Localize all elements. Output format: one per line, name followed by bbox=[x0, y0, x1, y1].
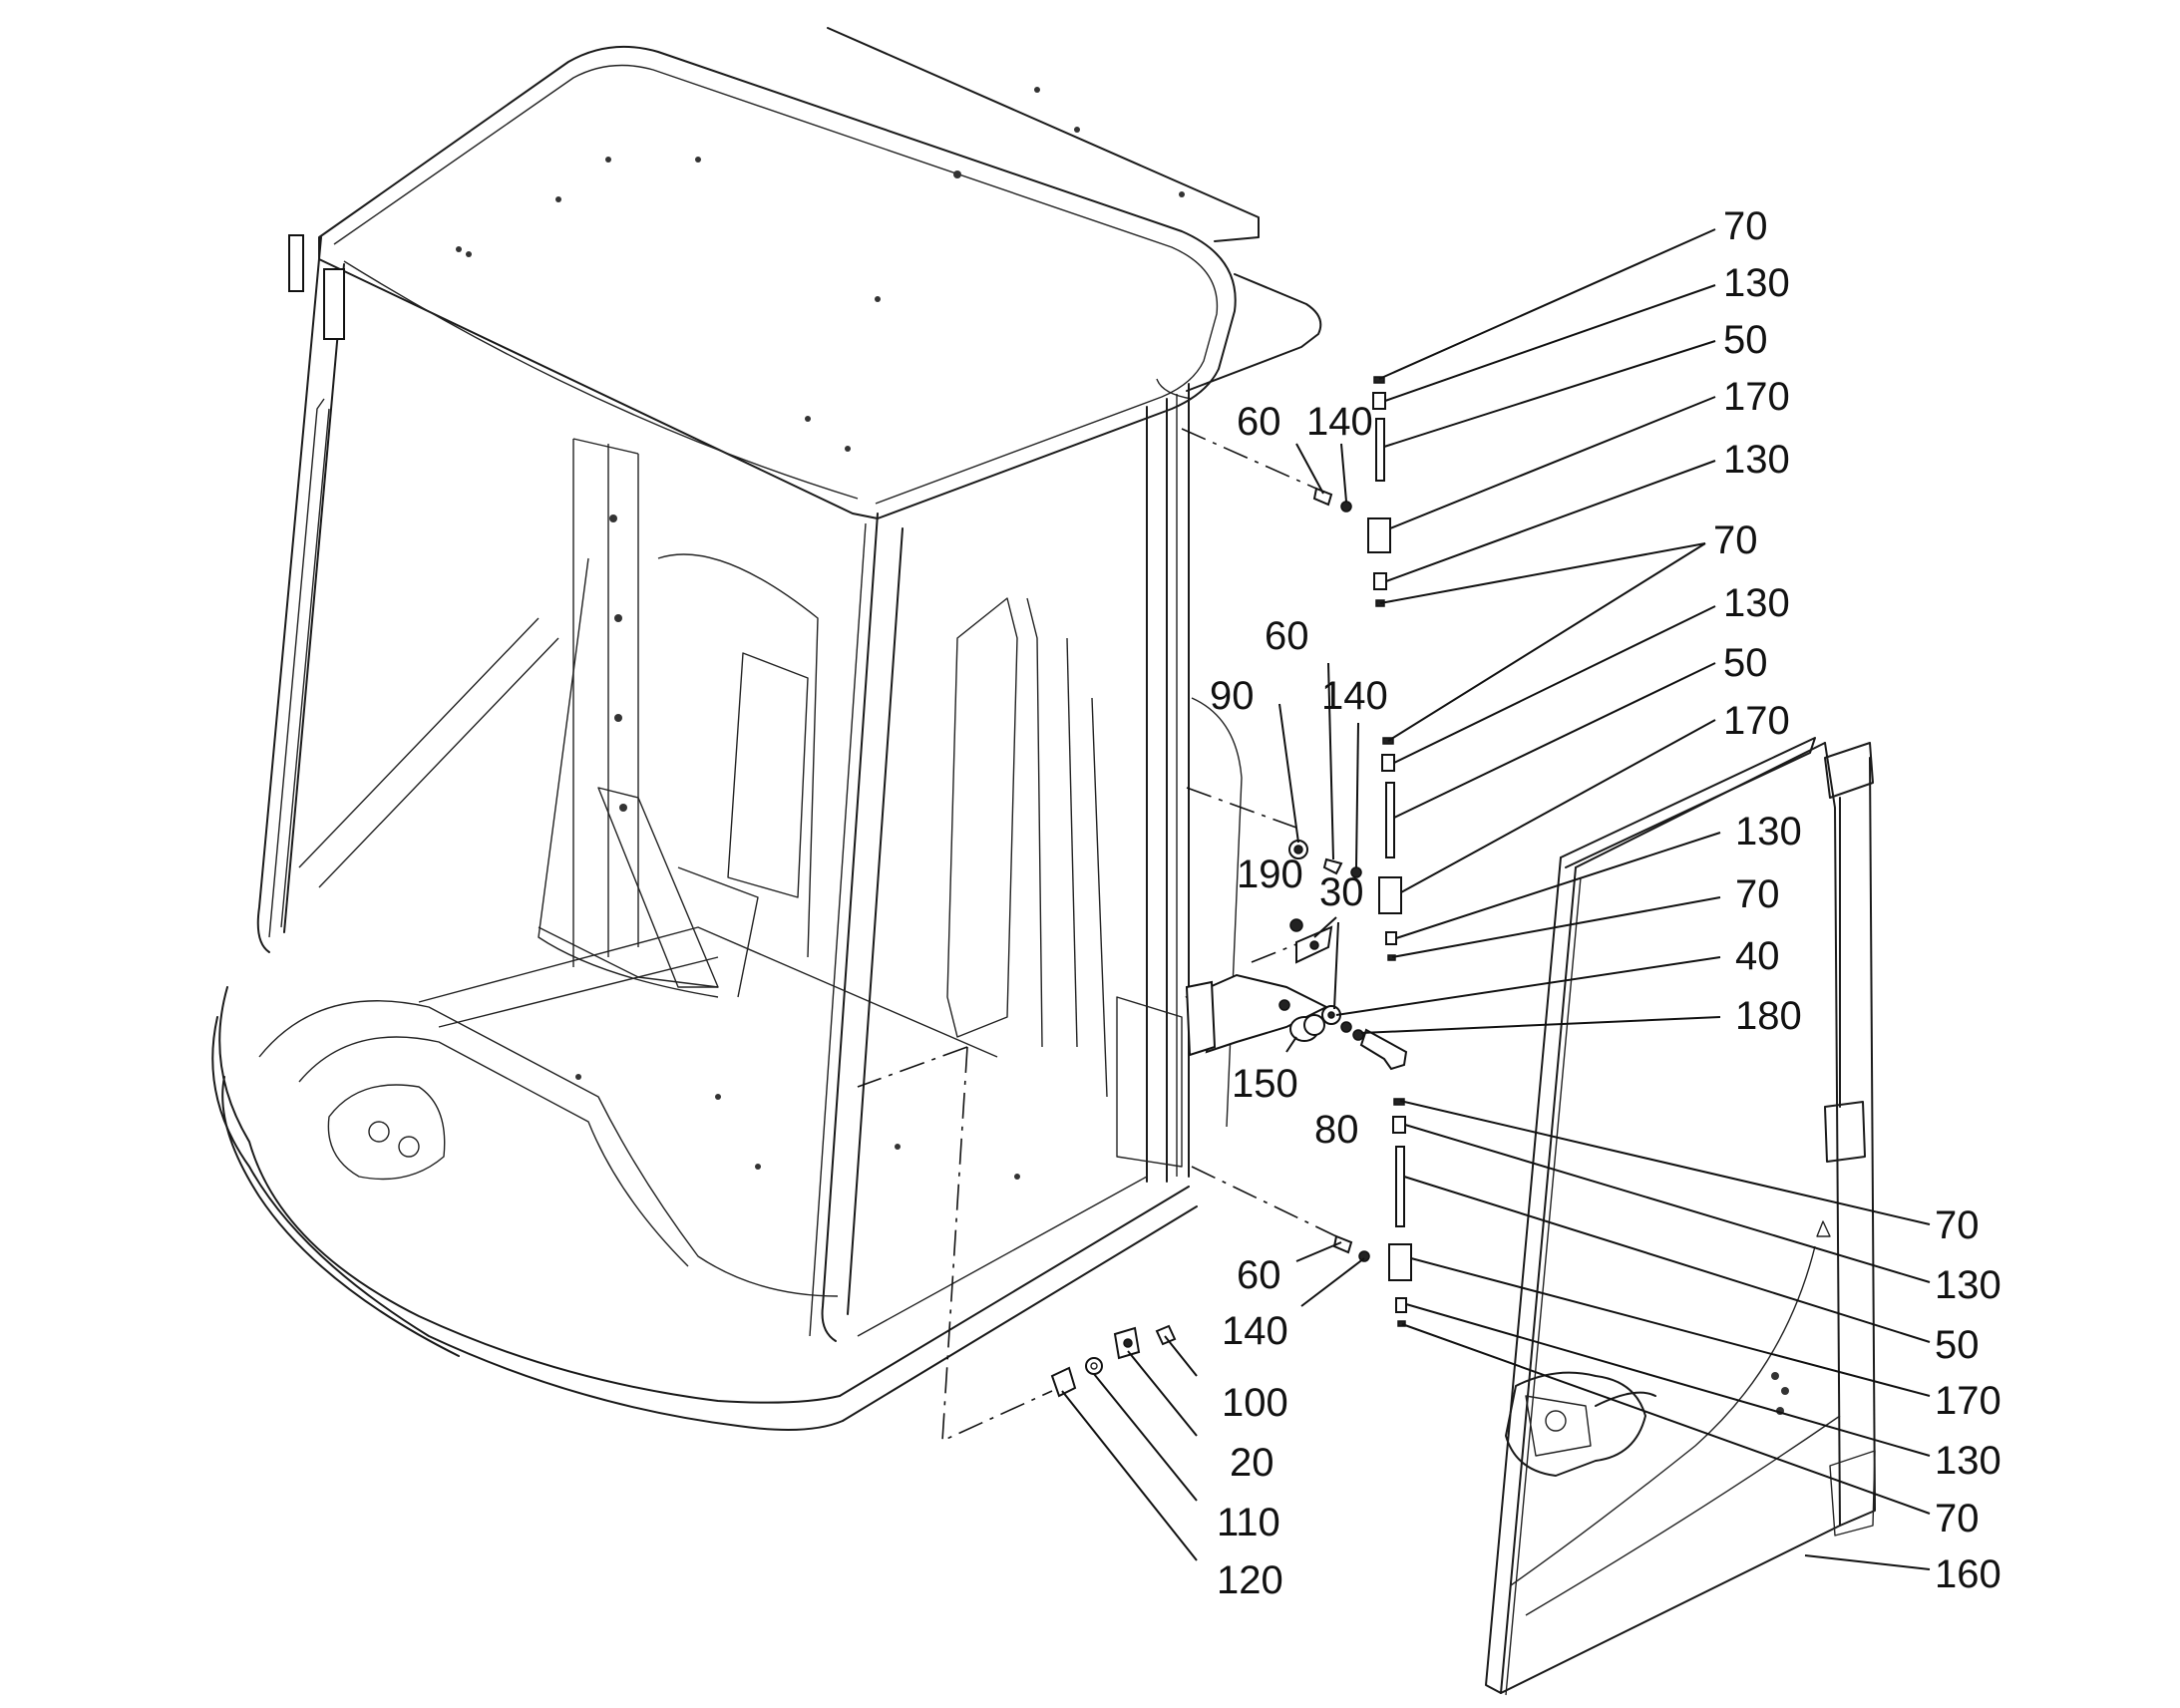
striker-parts bbox=[1050, 1324, 1177, 1398]
callout-50-top: 50 bbox=[1723, 318, 1768, 362]
callout-130-bot: 130 bbox=[1935, 1263, 2001, 1307]
callout-50-bot: 50 bbox=[1935, 1323, 1980, 1367]
callout-110-bot: 110 bbox=[1217, 1501, 1280, 1544]
callout-190-mid: 190 bbox=[1237, 853, 1303, 896]
callout-170-bot: 170 bbox=[1935, 1379, 2001, 1423]
callout-170-mid: 170 bbox=[1723, 699, 1790, 743]
callout-140-mid: 140 bbox=[1321, 674, 1388, 718]
callout-40-mid: 40 bbox=[1735, 934, 1780, 978]
callout-140-top: 140 bbox=[1306, 400, 1373, 444]
callout-80-mid: 80 bbox=[1314, 1108, 1359, 1152]
callout-70-bot-b: 70 bbox=[1935, 1497, 1980, 1540]
callout-130-top-b: 130 bbox=[1723, 438, 1790, 482]
hinge-assembly-top bbox=[1312, 376, 1391, 607]
callout-120-bot: 120 bbox=[1217, 1558, 1283, 1602]
callout-70-top: 70 bbox=[1723, 204, 1768, 248]
callout-70-bot: 70 bbox=[1935, 1203, 1980, 1247]
leader-lines bbox=[1061, 228, 1931, 1570]
cab-frame bbox=[211, 27, 1322, 1431]
callout-100-bot: 100 bbox=[1222, 1381, 1288, 1425]
callout-130-mid: 130 bbox=[1723, 581, 1790, 625]
callout-30-mid: 30 bbox=[1319, 870, 1364, 914]
callout-130-bot-b: 130 bbox=[1935, 1439, 2001, 1483]
door-panel bbox=[1485, 737, 1876, 1696]
callout-60-mid: 60 bbox=[1265, 614, 1309, 658]
hinge-assembly-bottom bbox=[1332, 1098, 1412, 1327]
callout-90-mid: 90 bbox=[1210, 674, 1255, 718]
callout-170-top: 170 bbox=[1723, 375, 1790, 419]
callout-70-mid-b: 70 bbox=[1735, 872, 1780, 916]
assembly-lines bbox=[1181, 428, 1337, 1237]
callout-50-mid: 50 bbox=[1723, 641, 1768, 685]
callout-labels: 70 130 50 170 130 60 140 70 130 50 170 6… bbox=[1210, 204, 2001, 1602]
callout-60-top: 60 bbox=[1237, 400, 1281, 444]
callout-130-top: 130 bbox=[1723, 261, 1790, 305]
callout-140-bot: 140 bbox=[1222, 1309, 1288, 1353]
callout-160-door: 160 bbox=[1935, 1552, 2001, 1596]
callout-130-mid-b: 130 bbox=[1735, 810, 1802, 854]
callout-150-mid: 150 bbox=[1232, 1062, 1298, 1106]
callout-70-mid: 70 bbox=[1713, 518, 1758, 562]
hinge-assembly-middle bbox=[1185, 737, 1408, 1071]
callout-180-mid: 180 bbox=[1735, 994, 1802, 1038]
center-line-striker bbox=[857, 1046, 1053, 1443]
callout-20-bot: 20 bbox=[1230, 1441, 1274, 1485]
callout-60-bot: 60 bbox=[1237, 1253, 1281, 1297]
